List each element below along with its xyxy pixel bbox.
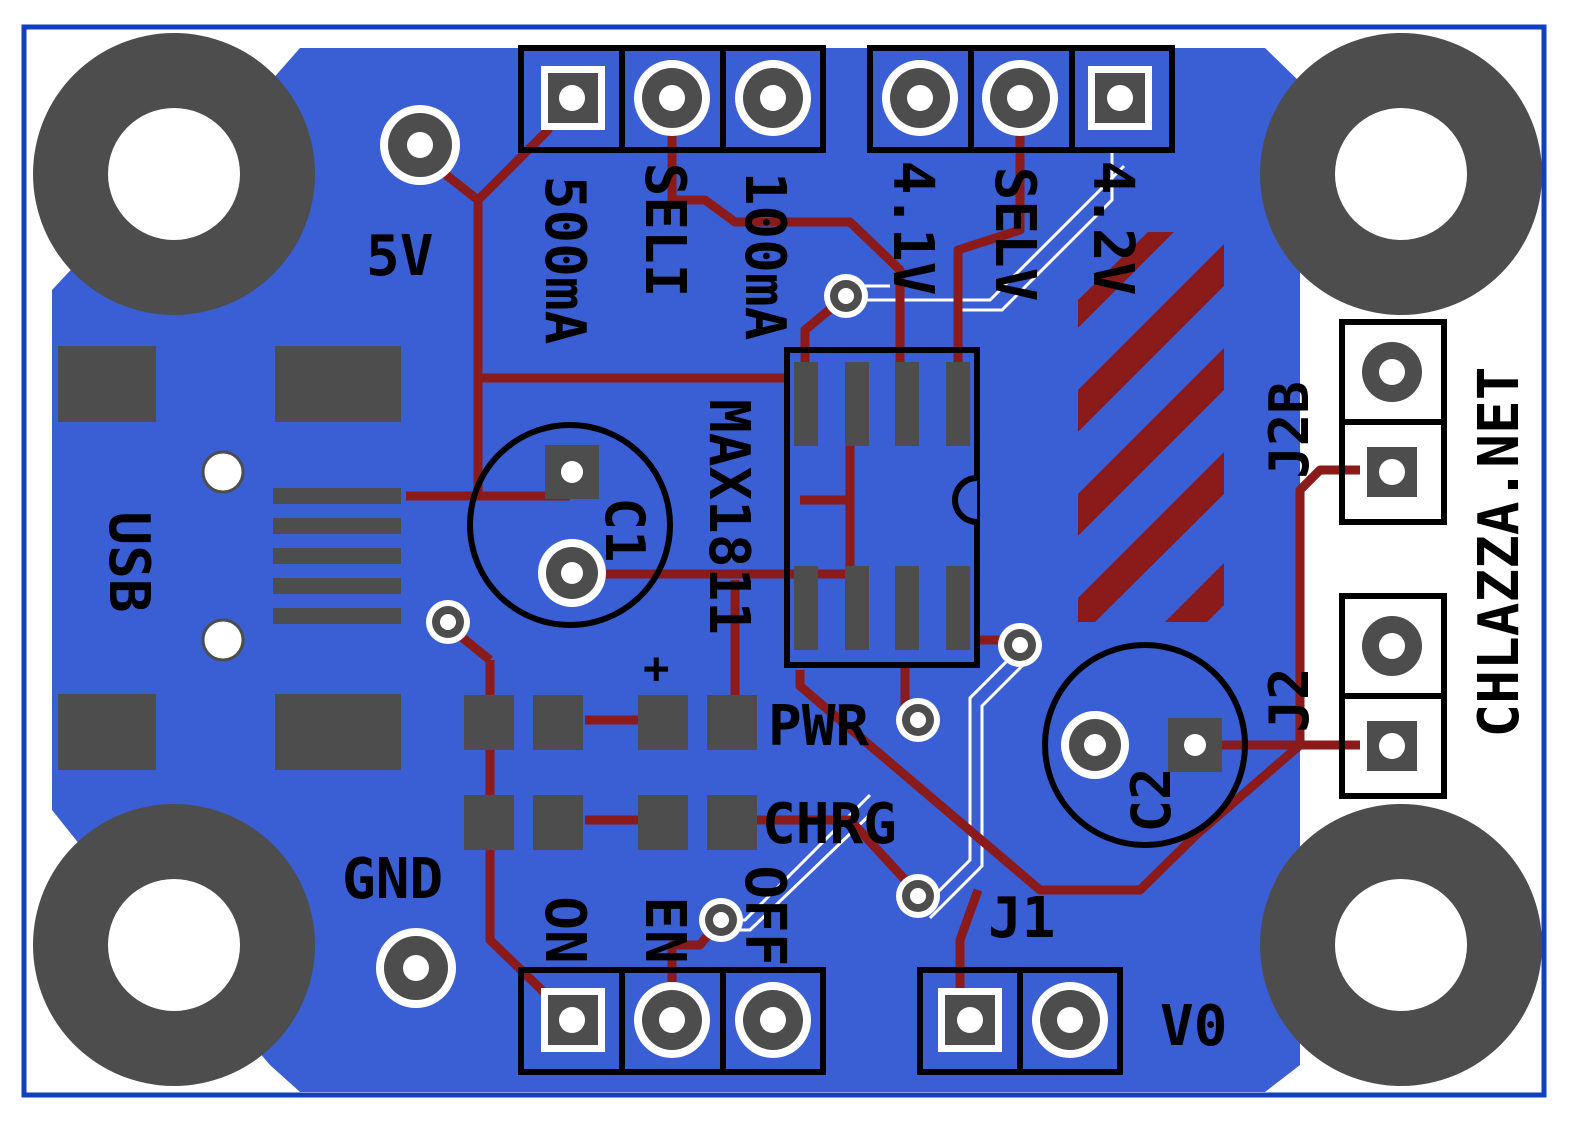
ic-pin: [845, 566, 869, 650]
header-voltage-select: [867, 45, 1175, 153]
smd-pad: [533, 695, 583, 750]
smd-pad: [638, 795, 688, 850]
label-off: OFF: [732, 865, 797, 966]
label-chrg: CHRG: [762, 792, 897, 857]
label-j1: J1: [988, 886, 1055, 951]
label-seli: SELI: [632, 163, 697, 298]
capacitor-c1: [467, 422, 673, 628]
header-outline: [518, 45, 826, 153]
usb-pin: [273, 548, 401, 564]
capacitor-c2: [1042, 642, 1248, 848]
ic-pin: [895, 566, 919, 650]
smd-pad: [707, 795, 757, 850]
c1-outline: [467, 422, 673, 628]
usb-peg-hole: [201, 618, 245, 662]
ic-pin: [845, 362, 869, 446]
smd-pad: [707, 695, 757, 750]
label-pwr: PWR: [768, 694, 869, 759]
ic-pin: [794, 362, 818, 446]
usb-pin: [273, 518, 401, 534]
header-j2: [1339, 593, 1447, 799]
ic-pin: [946, 362, 970, 446]
label-gnd: GND: [342, 847, 443, 912]
power-pads: [376, 105, 460, 1008]
usb-connector: [58, 346, 401, 770]
usb-pin: [273, 578, 401, 594]
c2-outline: [1042, 642, 1248, 848]
header-j1: [917, 967, 1123, 1075]
label-site: CHLAZZA.NET: [1467, 367, 1532, 738]
ic-pin: [895, 362, 919, 446]
header-enable: [518, 967, 826, 1075]
label-j2b: J2B: [1258, 381, 1321, 479]
smd-pad: [638, 695, 688, 750]
label-4-2v: 4.2V: [1080, 161, 1145, 296]
usb-pin: [273, 608, 401, 624]
label-100ma: 100mA: [732, 172, 797, 341]
smd-pads: [464, 695, 757, 850]
label-en: EN: [632, 896, 697, 963]
silkscreen-labels: 5V GND USB MAX1811 C1 C2 + PWR CHRG ON E…: [96, 161, 1532, 1059]
label-max1811: MAX1811: [696, 399, 761, 635]
ic-max1811: [784, 347, 980, 668]
header-outline: [867, 45, 1175, 153]
mounting-holes: [33, 33, 1542, 1086]
header-outline: [518, 967, 826, 1075]
smd-pad: [533, 795, 583, 850]
usb-pad: [275, 694, 401, 770]
board-outline: [21, 24, 1547, 1098]
thermal-hatch: [1078, 232, 1224, 622]
usb-pad: [275, 346, 401, 422]
usb-pin: [273, 488, 401, 504]
header-current-select: [518, 45, 826, 153]
label-j2: J2: [1258, 667, 1321, 732]
ic-pins: [794, 362, 970, 650]
label-c1: C1: [593, 497, 656, 562]
ic-pin: [794, 566, 818, 650]
vias: [426, 274, 1042, 942]
smd-pad: [464, 795, 514, 850]
label-on: ON: [532, 896, 597, 963]
usb-pad: [58, 346, 156, 422]
label-c2: C2: [1120, 767, 1183, 832]
ic-pin: [946, 566, 970, 650]
smd-pad: [464, 695, 514, 750]
label-4-1v: 4.1V: [880, 161, 945, 296]
label-selv: SELV: [982, 167, 1047, 302]
usb-pad: [58, 694, 156, 770]
label-v0: V0: [1160, 994, 1227, 1059]
header-j2b: [1339, 319, 1447, 525]
label-5v: 5V: [366, 224, 433, 289]
label-500ma: 500mA: [532, 176, 597, 345]
usb-peg-hole: [201, 450, 245, 494]
label-usb: USB: [96, 511, 161, 612]
label-plus: +: [643, 643, 670, 694]
